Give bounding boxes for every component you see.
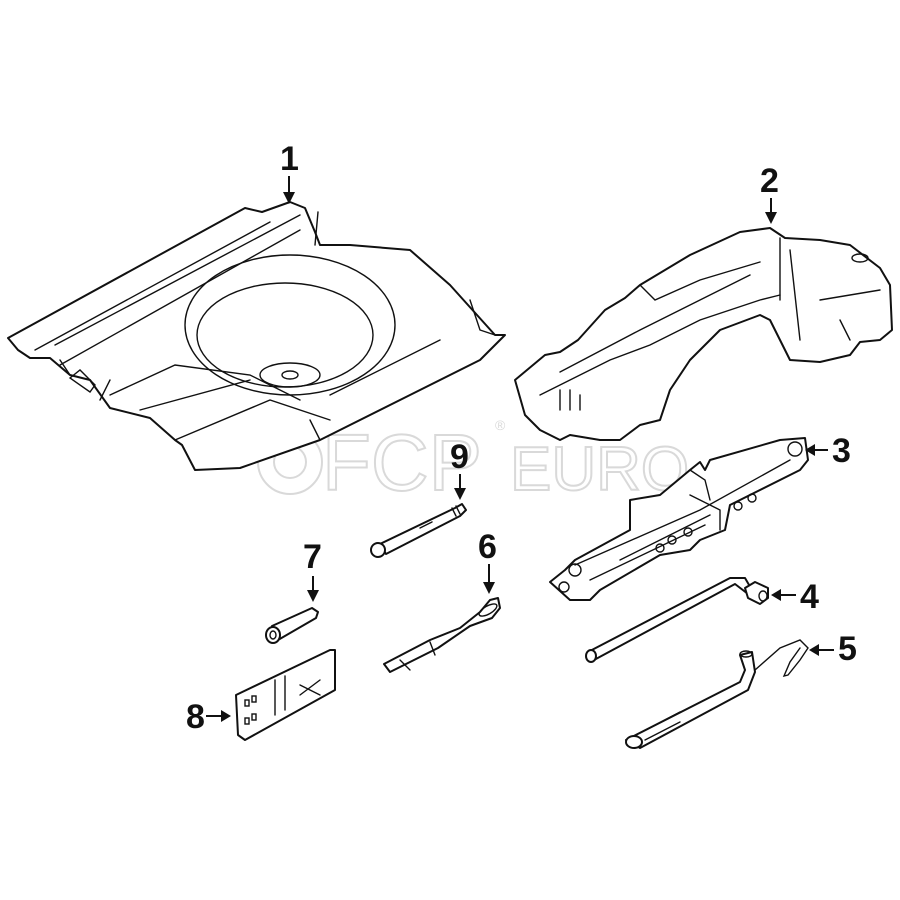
callout-1: 1 <box>280 140 299 178</box>
arrow-head-icon <box>283 192 295 204</box>
watermark-brand: FCP <box>322 418 482 507</box>
arrow-head-icon <box>805 444 815 456</box>
part-3-scissor-jack[interactable] <box>549 437 809 601</box>
arrow-head-icon <box>307 590 319 602</box>
arrow-head-icon <box>221 710 231 722</box>
callout-6: 6 <box>478 528 497 566</box>
part-4-lug-wrench[interactable] <box>585 577 769 663</box>
part-6-tow-eye[interactable] <box>383 597 501 673</box>
arrow-head-icon <box>765 212 777 224</box>
arrow-head-icon <box>483 582 495 594</box>
arrow-head-icon <box>454 488 466 500</box>
part-1-floor-pan[interactable] <box>7 201 506 471</box>
part-2-tool-tray[interactable] <box>514 227 893 441</box>
part-9-wheel-bolt[interactable] <box>370 503 467 558</box>
watermark-suffix: EURO <box>510 435 689 504</box>
watermark-registered: ® <box>495 417 506 433</box>
callout-5: 5 <box>838 630 857 668</box>
callout-3: 3 <box>832 432 851 470</box>
callout-7: 7 <box>303 538 322 576</box>
part-8-wheel-chock[interactable] <box>235 649 336 741</box>
callout-4: 4 <box>800 578 819 616</box>
fcp-euro-watermark: FCP EURO ® <box>257 417 690 508</box>
callout-2: 2 <box>760 162 779 200</box>
arrow-head-icon <box>809 644 819 656</box>
part-7-bolt[interactable] <box>265 607 319 644</box>
arrow-head-icon <box>771 589 781 601</box>
callout-9: 9 <box>450 438 469 476</box>
callout-8: 8 <box>186 698 205 736</box>
part-5-jack-handle[interactable] <box>625 639 809 749</box>
